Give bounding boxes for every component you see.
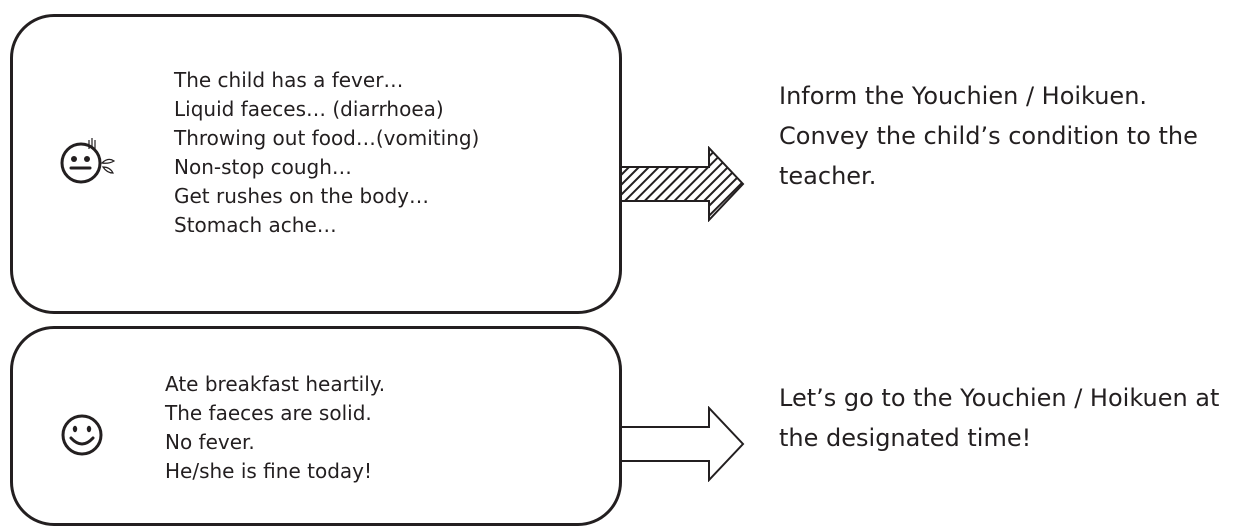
healthy-sign-list: Ate breakfast heartily. The faeces are s… <box>165 370 385 486</box>
healthy-sign-item: Ate breakfast heartily. <box>165 372 386 396</box>
symptom-item: Throwing out food…(vomiting) <box>174 126 480 150</box>
sick-advice-text: Inform the Youchien / Hoikuen. Convey th… <box>779 76 1198 196</box>
smiley-face-icon <box>61 414 103 456</box>
advice-line: teacher. <box>779 162 877 190</box>
sick-symptoms-panel: The child has a fever… Liquid faeces… (d… <box>10 14 622 314</box>
symptom-item: Stomach ache… <box>174 213 337 237</box>
symptom-item: Get rushes on the body… <box>174 184 429 208</box>
advice-line: Convey the child’s condition to the <box>779 122 1198 150</box>
healthy-sign-item: No fever. <box>165 430 255 454</box>
symptom-item: Non-stop cough… <box>174 155 352 179</box>
healthy-sign-item: He/she is fine today! <box>165 459 372 483</box>
hatched-arrow-icon <box>620 146 745 222</box>
advice-line: the designated time! <box>779 424 1032 452</box>
symptom-item: Liquid faeces… (diarrhoea) <box>174 97 444 121</box>
symptom-list: The child has a fever… Liquid faeces… (d… <box>174 66 479 240</box>
healthy-advice-text: Let’s go to the Youchien / Hoikuen at th… <box>779 378 1219 458</box>
healthy-signs-panel: Ate breakfast heartily. The faeces are s… <box>10 326 622 526</box>
advice-line: Let’s go to the Youchien / Hoikuen at <box>779 384 1220 412</box>
advice-line: Inform the Youchien / Hoikuen. <box>779 82 1148 110</box>
outline-arrow-icon <box>620 406 745 482</box>
symptom-item: The child has a fever… <box>174 68 404 92</box>
healthy-sign-item: The faeces are solid. <box>165 401 372 425</box>
sick-face-icon <box>60 138 116 184</box>
